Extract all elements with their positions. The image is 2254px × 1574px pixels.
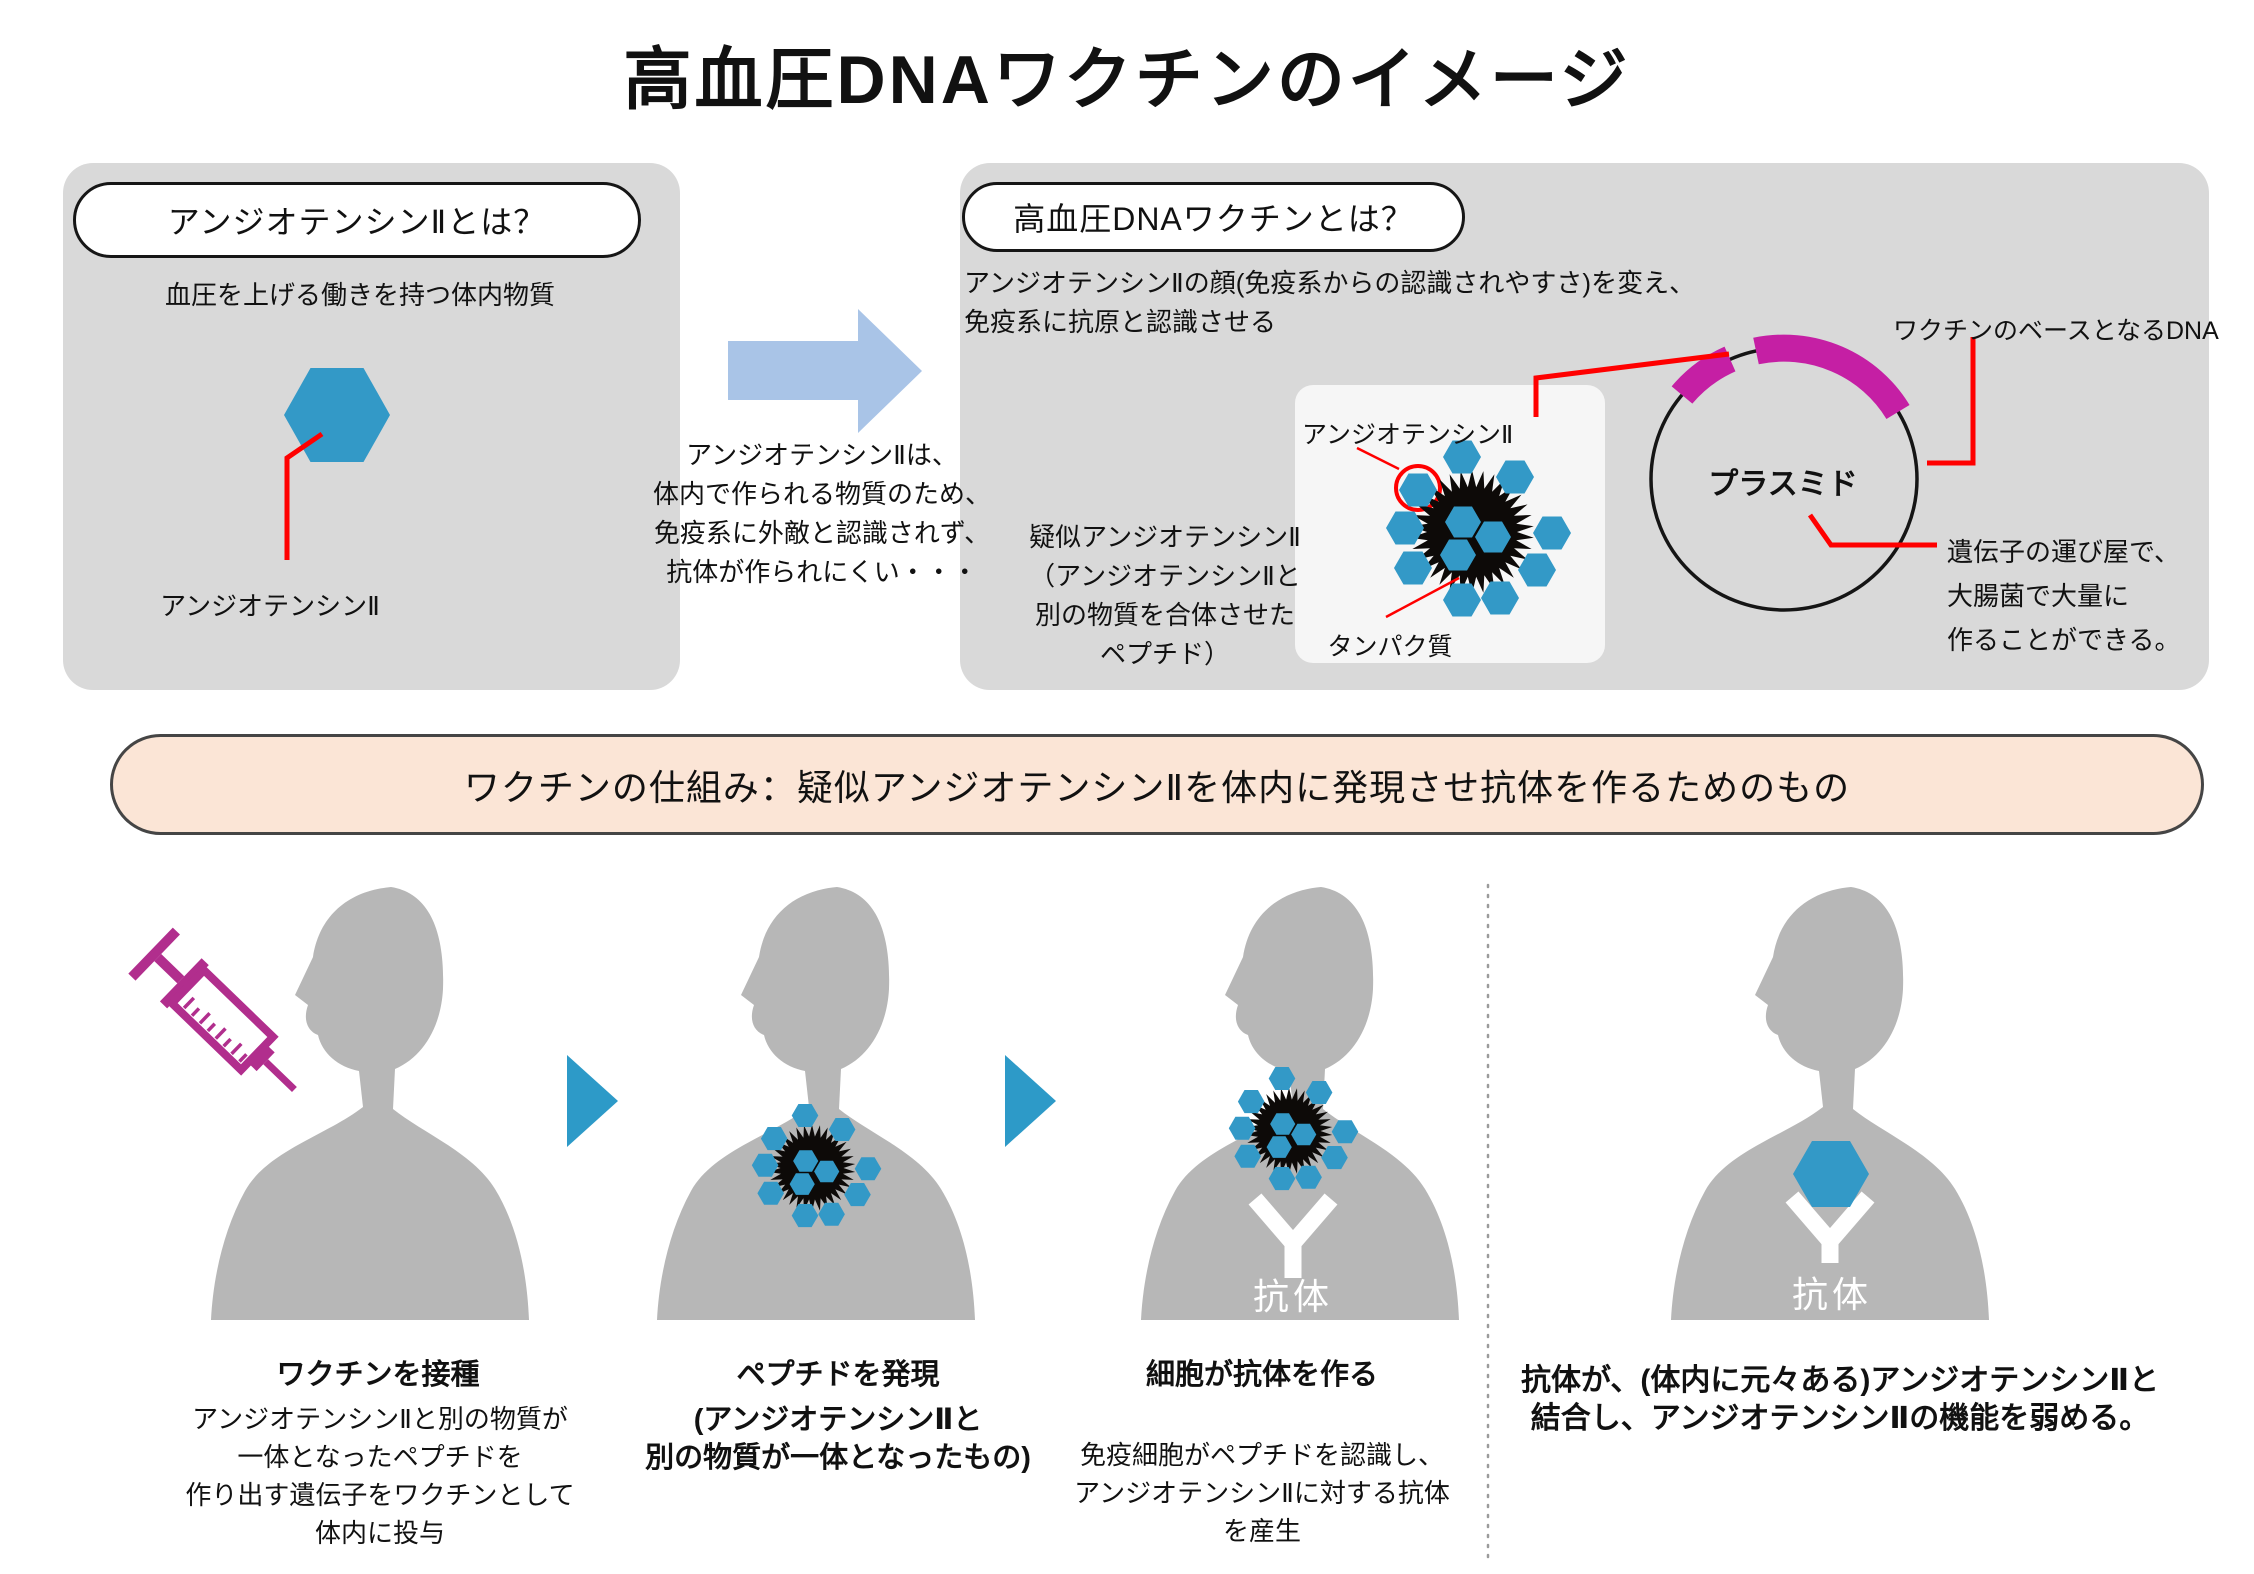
syringe-icon: [128, 927, 297, 1093]
peptide-virus-ball-step3: [1228, 1067, 1359, 1191]
step-1-desc-line-3: 作り出す遺伝子をワクチンとして: [185, 1480, 575, 1510]
dna-base-label: ワクチンのベースとなるDNA: [1893, 317, 2219, 345]
core-hexagon-icon: [1291, 1123, 1317, 1146]
step-2-title-line-3: 別の物質が一体となったもの): [645, 1442, 1031, 1474]
step-arrow-icon-2: [1005, 1055, 1056, 1147]
step-1-desc-line-2: 一体となったペプチドを: [237, 1442, 523, 1472]
angiotensin-label: アンジオテンシンⅡ: [160, 591, 380, 621]
outer-hexagon-icon: [844, 1183, 871, 1207]
outer-hexagon-icon: [1228, 1116, 1256, 1140]
angiotensin-hexagon-step4: [1793, 1141, 1869, 1207]
outer-hexagon-icon: [1295, 1165, 1322, 1189]
gene-carrier-line-3: 作ることができる。: [1947, 625, 2181, 655]
gene-carrier-line-1: 遺伝子の運び屋で、: [1947, 537, 2180, 567]
outer-hexagon-icon: [1268, 1067, 1296, 1090]
virus-spike-ball-icon: [1245, 1087, 1333, 1175]
antibody-y-icon-step3: [1248, 1193, 1338, 1278]
vaccine-description-line-1: アンジオテンシンⅡの顔(免疫系からの認識されやすさ)を変え、: [964, 268, 1696, 298]
left-panel-header: アンジオテンシンⅡとは？: [167, 204, 547, 240]
step-4-title: 抗体が、(体内に元々ある)アンジオテンシンⅡと 結合し、アンジオテンシンⅡの機能…: [1521, 1362, 2159, 1438]
person-silhouette-1: [211, 887, 529, 1320]
pseudo-caption-line-1: 疑似アンジオテンシンⅡ: [1029, 522, 1301, 552]
step-1-desc-line-4: 体内に投与: [314, 1518, 446, 1548]
page-title: 高血圧DNAワクチンのイメージ: [623, 42, 1631, 118]
transition-note: アンジオテンシンⅡは、 体内で作られる物質のため、 免疫系に外敵と認識されず、 …: [653, 436, 991, 592]
plasmid-label: プラスミド: [1708, 468, 1858, 501]
peptide-angiotensin-label: アンジオテンシンⅡ: [1302, 421, 1514, 449]
outer-hexagon-icon: [791, 1204, 819, 1228]
outer-hexagon-icon: [1268, 1167, 1296, 1191]
right-panel-header-pill: 高血圧DNAワクチンとは？: [962, 182, 1465, 252]
core-hexagon-icon: [789, 1173, 815, 1195]
pseudo-caption-line-2: （アンジオテンシンⅡと: [1029, 561, 1301, 591]
step-3-desc-line-1: 免疫細胞がペプチドを認識し、: [1079, 1440, 1445, 1470]
antibody-label-step4: 抗体: [1791, 1274, 1873, 1315]
outer-hexagon-icon: [1331, 1120, 1359, 1144]
outer-hexagon-icon: [828, 1118, 856, 1141]
antibody-y-icon-step4: [1785, 1191, 1875, 1263]
blood-pressure-description: 血圧を上げる働きを持つ体内物質: [164, 280, 556, 310]
core-hexagon-icon: [1266, 1136, 1292, 1158]
step-1-desc-line-1: アンジオテンシンⅡと別の物質が: [192, 1404, 568, 1434]
step-2-title-line-2: (アンジオテンシンⅡと: [693, 1404, 983, 1436]
transition-arrow-icon: [728, 309, 922, 433]
transition-note-line-1: アンジオテンシンⅡは、: [686, 440, 958, 470]
gene-carrier-label: 遺伝子の運び屋で、 大腸菌で大量に 作ることができる。: [1947, 530, 2180, 662]
mechanism-banner: ワクチンの仕組み：疑似アンジオテンシンⅡを体内に発現させ抗体を作るためのもの: [110, 734, 2204, 835]
pseudo-caption-line-4: ペプチド）: [1099, 639, 1231, 669]
core-hexagon-icon: [1270, 1113, 1296, 1135]
outer-hexagon-icon: [760, 1127, 788, 1151]
outer-hexagon-icon: [1305, 1081, 1333, 1104]
left-panel-header-pill: アンジオテンシンⅡとは？: [73, 182, 641, 258]
step-3-desc-line-2: アンジオテンシンⅡに対する抗体: [1074, 1478, 1450, 1508]
outer-hexagon-icon: [854, 1157, 882, 1181]
core-hexagon-icon: [814, 1160, 840, 1183]
step-2-title: ペプチドを発現 (アンジオテンシンⅡと 別の物質が一体となったもの): [645, 1356, 1031, 1477]
transition-note-line-4: 抗体が作られにくい・・・: [666, 557, 978, 587]
vaccine-description-line-2: 免疫系に抗原と認識させる: [964, 307, 1277, 337]
outer-hexagon-icon: [757, 1181, 784, 1205]
right-panel-header: 高血圧DNAワクチンとは？: [1013, 201, 1414, 237]
banner-text: ワクチンの仕組み：疑似アンジオテンシンⅡを体内に発現させ抗体を作るためのもの: [463, 766, 1851, 808]
step-1-title: ワクチンを接種: [276, 1359, 480, 1391]
step-4-title-line-1: 抗体が、(体内に元々ある)アンジオテンシンⅡと: [1521, 1364, 2159, 1397]
step-arrow-icon-1: [567, 1055, 618, 1147]
core-hexagon-icon: [793, 1150, 819, 1172]
step-2-title-line-1: ペプチドを発現: [736, 1359, 940, 1391]
peptide-virus-ball-step2: [751, 1104, 882, 1228]
outer-hexagon-icon: [1237, 1090, 1265, 1114]
step-4-title-line-2: 結合し、アンジオテンシンⅡの機能を弱める。: [1530, 1402, 2150, 1435]
gene-carrier-line-2: 大腸菌で大量に: [1947, 581, 2130, 611]
virus-spike-ball-icon: [768, 1124, 856, 1212]
pseudo-caption-line-3: 別の物質を合体させた: [1034, 600, 1296, 630]
step-1-desc: アンジオテンシンⅡと別の物質が 一体となったペプチドを 作り出す遺伝子をワクチン…: [185, 1400, 574, 1552]
transition-note-line-2: 体内で作られる物質のため、: [652, 479, 992, 509]
step-3-title: 細胞が抗体を作る: [1145, 1359, 1379, 1391]
outer-hexagon-icon: [791, 1104, 819, 1127]
person-silhouette-3: [1141, 887, 1459, 1320]
vaccine-description: アンジオテンシンⅡの顔(免疫系からの認識されやすさ)を変え、 免疫系に抗原と認識…: [964, 264, 1695, 342]
protein-label: タンパク質: [1327, 633, 1453, 661]
antibody-label-step3: 抗体: [1252, 1276, 1334, 1317]
outer-hexagon-icon: [818, 1202, 845, 1226]
outer-hexagon-icon: [751, 1153, 779, 1177]
person-silhouette-4: [1671, 887, 1989, 1320]
pseudo-angiotensin-caption: 疑似アンジオテンシンⅡ （アンジオテンシンⅡと 別の物質を合体させた ペプチド）: [1029, 518, 1301, 674]
step-3-desc: 免疫細胞がペプチドを認識し、 アンジオテンシンⅡに対する抗体 を産生: [1074, 1436, 1450, 1550]
transition-note-line-3: 免疫系に外敵と認識されず、: [653, 518, 991, 548]
step-3-desc-line-3: を産生: [1222, 1516, 1302, 1546]
outer-hexagon-icon: [1234, 1144, 1261, 1168]
outer-hexagon-icon: [1321, 1146, 1348, 1170]
person-silhouette-2: [657, 887, 975, 1320]
